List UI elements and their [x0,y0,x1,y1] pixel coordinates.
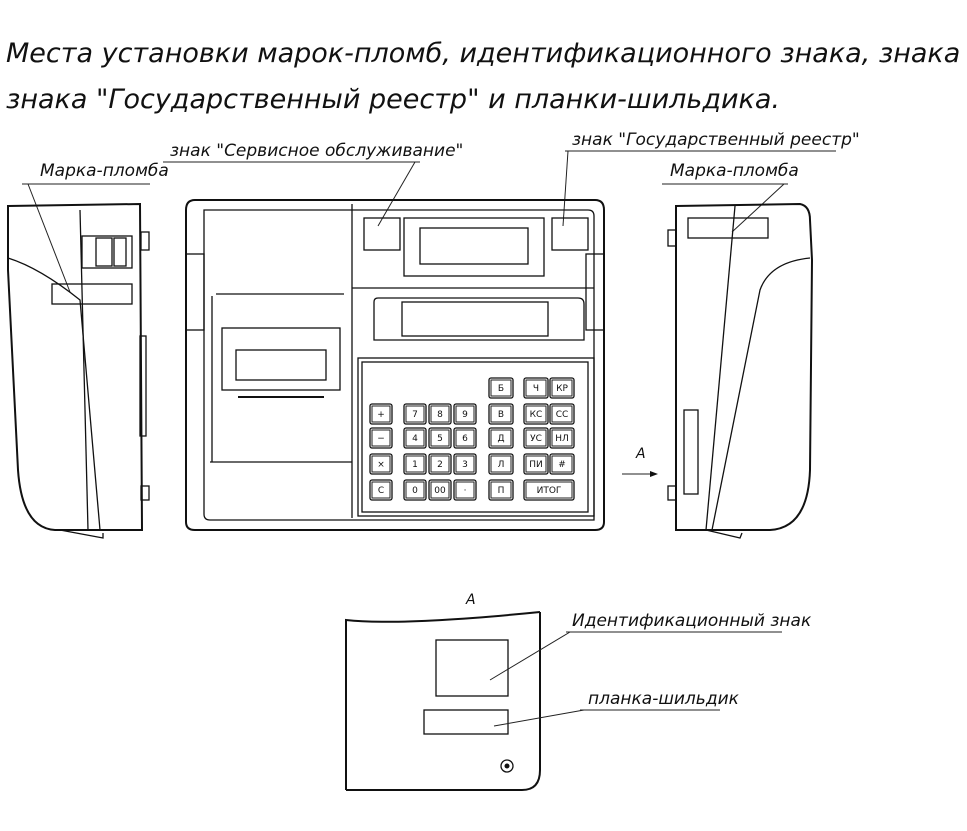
view-a-arrow-letter: А [635,446,646,462]
identification-sign-leader [489,631,571,681]
keypad-key-label: + [377,410,385,420]
keypad-key: В [488,403,514,425]
keypad-key: 4 [403,427,427,449]
keypad-key-label: 9 [462,410,468,420]
keypad-key: 7 [403,403,427,425]
keypad-key-label: Б [498,384,504,394]
seal-mark-right-label: Марка-пломба [670,161,799,181]
title-line-1: Места установки марок-пломб, идентификац… [6,38,967,69]
keypad-key: 0 [403,479,427,501]
keypad-key-label: 6 [462,434,468,444]
keypad-key-label: Л [498,460,505,470]
keypad-key: НЛ [549,427,575,449]
keypad-key: Б [488,377,514,399]
keypad-key: Ч [523,377,549,399]
keypad-key: КС [523,403,549,425]
keypad-key-label: 3 [462,460,468,470]
keypad-key-label: Д [497,434,504,444]
keypad-key-label: В [498,410,504,420]
view-a-title: А [465,592,476,608]
keypad-key: 3 [453,453,477,475]
keypad-key: 5 [428,427,452,449]
keypad-key: − [369,427,393,449]
keypad-key-label: 5 [437,434,443,444]
keypad-key-label: С [378,486,384,496]
keypad-key-label: СС [556,410,569,420]
state-registry-sign-label: знак "Государственный реестр" [572,130,860,150]
keypad-key-label: НЛ [555,434,569,444]
seal-mark-right-leader [731,183,785,233]
keypad-key: + [369,403,393,425]
nameplate-slot [423,709,509,735]
keypad-key: 2 [428,453,452,475]
keypad-key: СС [549,403,575,425]
keypad-key: С [369,479,393,501]
keypad-key: 00 [428,479,452,501]
state-registry-sign-leader [562,150,569,227]
keypad-key-label: Ч [533,384,539,394]
keypad-key-label: КС [530,410,543,420]
keypad-key: КР [549,377,575,399]
keypad-key: 6 [453,427,477,449]
service-sign-label: знак "Сервисное обслуживание" [170,141,463,161]
keypad-key: 1 [403,453,427,475]
seal-mark-left-slot [51,283,133,305]
keypad-key-label: × [377,460,385,470]
nameplate-label: планка-шильдик [588,689,740,709]
keypad-key-label: КР [556,384,568,394]
service-sign-leader [377,161,416,227]
view-a-arrowhead [650,471,658,477]
keypad-key-label: # [558,460,566,470]
right-side-view [667,202,814,539]
title-line-2: знака "Государственный реестр" и планки-… [6,84,780,115]
detail-view-a [345,611,541,791]
keypad-key: ПИ [523,453,549,475]
keypad-key-label: − [377,434,385,444]
seal-mark-right-slot [687,217,769,239]
keypad-key: × [369,453,393,475]
keypad-key: 9 [453,403,477,425]
nameplate-leader [493,709,585,727]
keypad-key-label: 8 [437,410,443,420]
keypad-total-key-label: ИТОГ [537,486,562,496]
keypad-key: П [488,479,514,501]
front-view [185,199,605,531]
keypad-key-label: 1 [412,460,418,470]
seal-mark-left-leader [27,183,71,293]
keypad-key-label: ПИ [529,460,543,470]
keypad-key-label: П [498,486,505,496]
identification-sign-slot [435,639,509,697]
keypad-key-label: 00 [434,486,446,496]
keypad-key: Л [488,453,514,475]
left-side-view [7,202,150,539]
seal-mark-left-label: Марка-пломба [40,161,169,181]
keypad-key-label: УС [530,434,542,444]
keypad-key: · [453,479,477,501]
keypad-key-label: 7 [412,410,418,420]
keypad-key-label: 2 [437,460,443,470]
keypad-key: # [549,453,575,475]
identification-sign-label: Идентификационный знак [572,611,812,631]
keypad-key: УС [523,427,549,449]
keypad-key: Д [488,427,514,449]
keypad-key: 8 [428,403,452,425]
keypad-key-label: 0 [412,486,418,496]
state-registry-sign-slot [551,217,589,251]
keypad-key-label: 4 [412,434,418,444]
service-sign-slot [363,217,401,251]
keypad-total-key: ИТОГ [523,479,575,501]
keypad-key-label: · [464,486,467,496]
